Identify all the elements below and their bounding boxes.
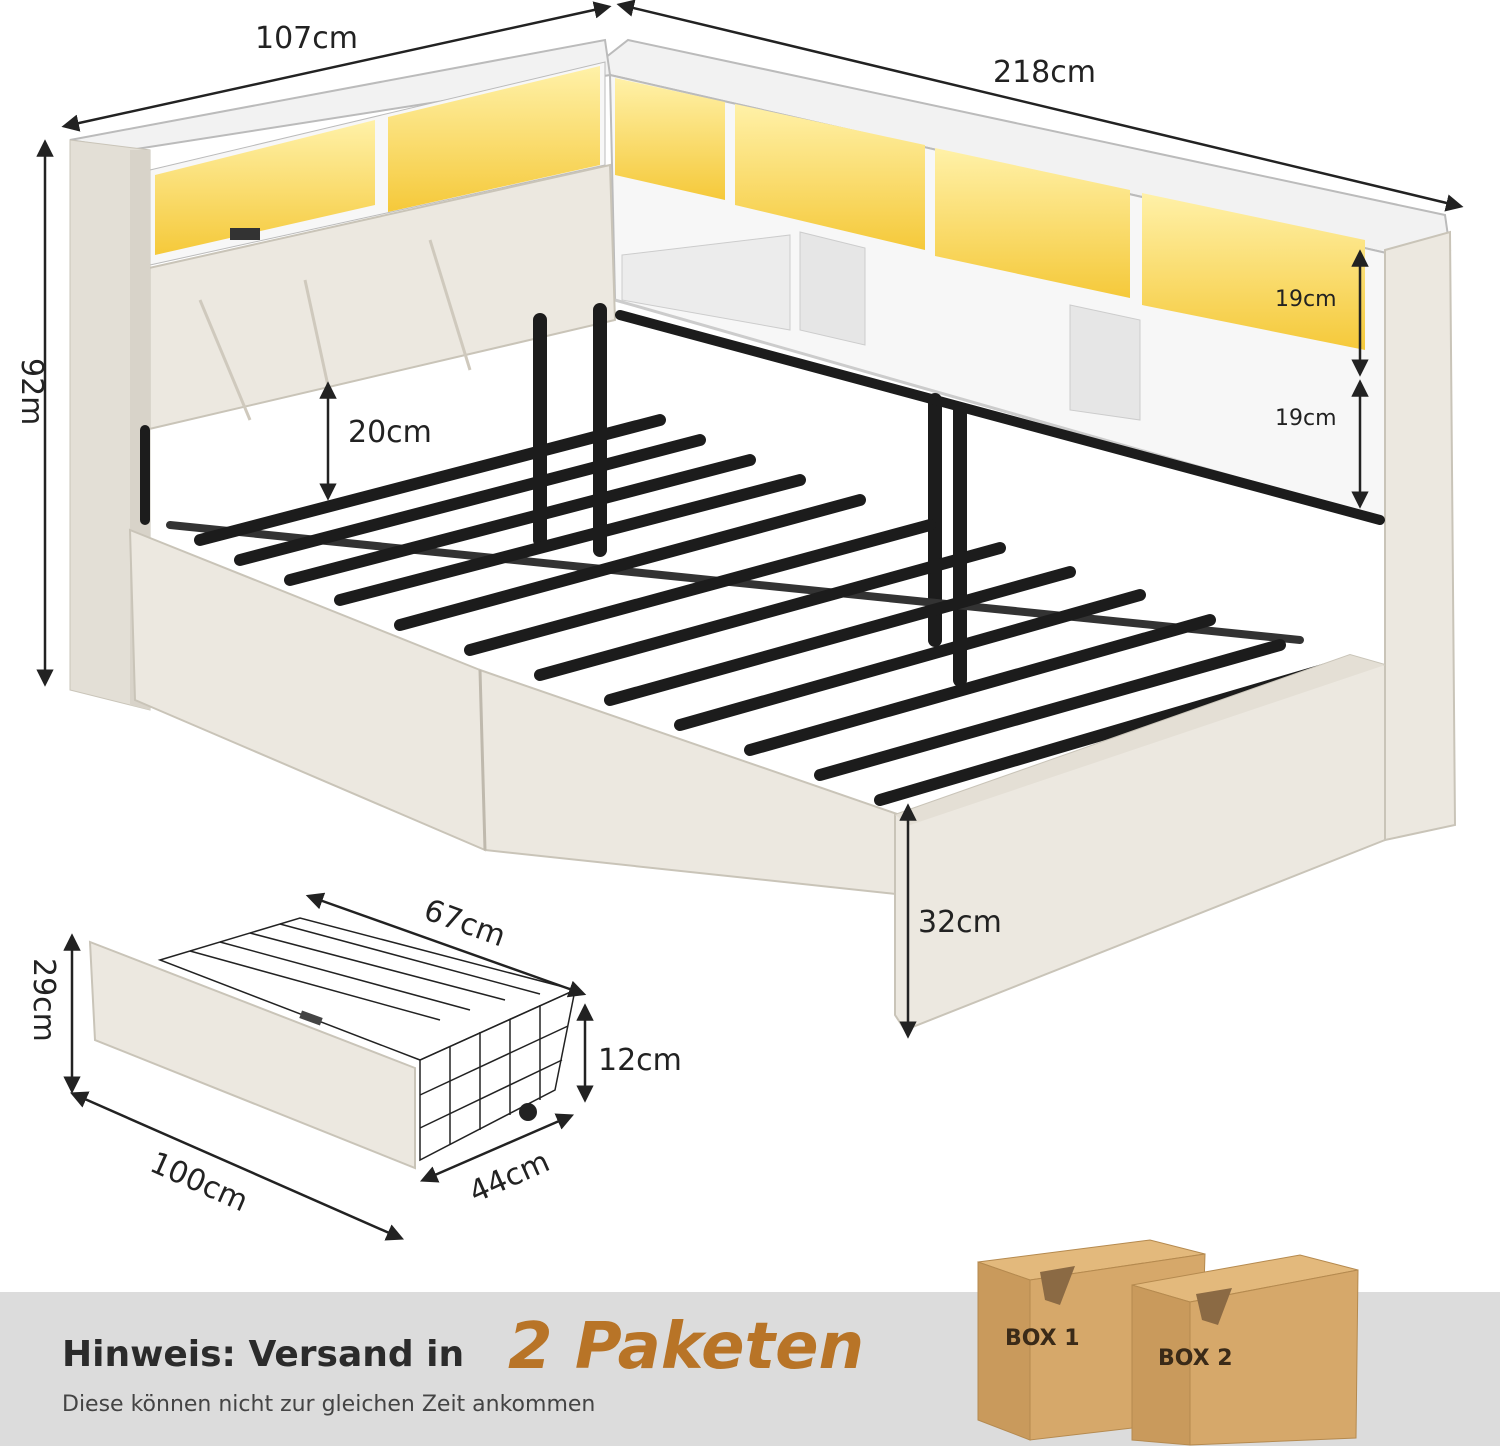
back-bookcase <box>603 38 1452 522</box>
drawer-depth-label: 44cm <box>464 1144 555 1210</box>
package-count: 2 Paketen <box>508 1310 865 1384</box>
dimension-lines <box>36 0 1464 1039</box>
dim-rail-height-label: 32cm <box>918 905 1002 940</box>
drawer-basket-length-label: 67cm <box>419 893 510 955</box>
shipping-note: Hinweis: Versand in <box>62 1334 465 1375</box>
drawer-basket-height-label: 12cm <box>598 1043 682 1078</box>
drawer-length-label: 100cm <box>145 1145 253 1219</box>
dim-width-label: 107cm <box>255 21 358 56</box>
usb-charging-port-icon <box>230 228 260 240</box>
front-footrail <box>894 653 1386 1032</box>
dim-shelf-lower-label: 19cm <box>1275 406 1337 431</box>
shipping-subtitle: Diese können nicht zur gleichen Zeit ank… <box>62 1392 596 1417</box>
dim-length-label: 218cm <box>993 55 1096 90</box>
drawer-dimension-lines <box>63 892 594 1241</box>
underbed-drawers <box>128 528 907 897</box>
drawer-detail <box>88 917 578 1170</box>
drawer-wheel-icon <box>519 1103 537 1121</box>
drawer-height-label: 29cm <box>26 958 61 1042</box>
dim-shelf-upper-label: 19cm <box>1275 287 1337 312</box>
dim-height-label: 92m <box>14 358 49 425</box>
dim-clearance-label: 20cm <box>348 415 432 450</box>
right-end-panel <box>1384 230 1457 842</box>
drawer-front-panel <box>88 940 416 1170</box>
